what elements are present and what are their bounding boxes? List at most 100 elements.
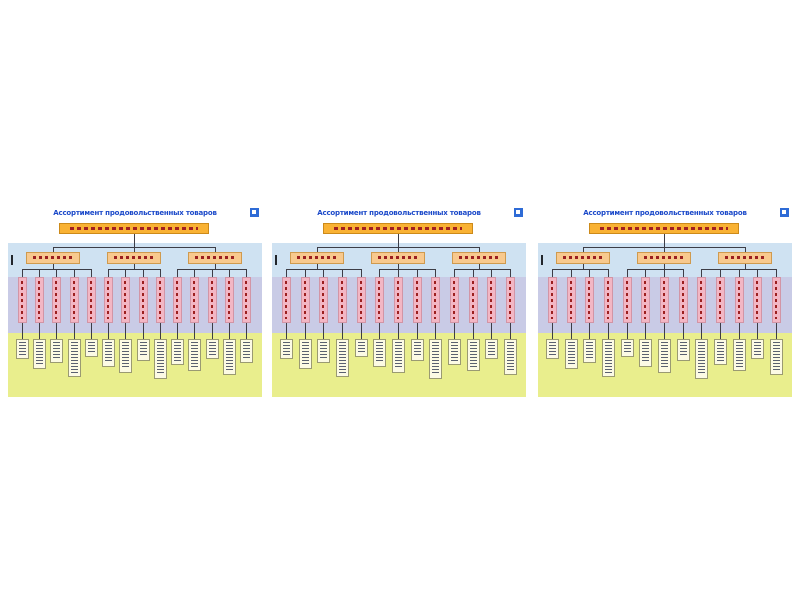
subcategory-bar [772,277,781,323]
connector-line [627,323,628,339]
item-box [658,339,671,373]
connector-line [739,323,740,339]
connector-line [305,323,306,339]
connector-line [608,323,609,339]
connector-line [134,264,135,269]
item-box [85,339,98,357]
connector-line [627,269,628,277]
connector-line [589,269,590,277]
section-marker [541,255,543,265]
subcategory-bar [173,277,182,323]
connector-line [664,269,665,277]
subcategory-bar [431,277,440,323]
category-box [290,252,344,264]
item-box [485,339,498,359]
subcategory-bar [52,277,61,323]
connector-line [160,269,161,277]
item-box [102,339,115,367]
subcategory-bar [70,277,79,323]
connector-line [683,323,684,339]
section-marker [11,255,13,265]
category-box [188,252,242,264]
connector-line [305,269,306,277]
connector-line [473,269,474,277]
connector-line [143,269,144,277]
connector-line [317,247,318,252]
item-box [546,339,559,359]
connector-line [720,269,721,277]
connector-line [177,323,178,339]
connector-line [645,269,646,277]
subtitle-banner [59,223,209,234]
connector-line [757,269,758,277]
connector-line [510,323,511,339]
connector-line [701,269,702,277]
panel-header: Ассортимент продовольственных товаров [272,205,526,221]
connector-line [91,269,92,277]
item-box [240,339,253,363]
connector-line [479,247,480,252]
item-box [751,339,764,359]
connector-line [398,247,399,252]
category-box [107,252,161,264]
connector-line [53,247,54,252]
connector-line [22,269,23,277]
connector-line [583,247,584,252]
connector-line [664,264,665,269]
item-box [317,339,330,363]
panel-title: Ассортимент продовольственных товаров [583,209,747,217]
connector-line [491,269,492,277]
subcategory-bar [319,277,328,323]
connector-line [286,269,287,277]
connector-line [108,323,109,339]
connector-line [342,323,343,339]
connector-line [398,234,399,247]
item-box [355,339,368,357]
panel-header: Ассортимент продовольственных товаров [8,205,262,221]
subcategory-bar [548,277,557,323]
connector-line [664,323,665,339]
diagram-area [538,221,792,397]
connector-line [571,269,572,277]
item-box [373,339,386,367]
item-box [695,339,708,379]
subcategory-bar [567,277,576,323]
connector-line [39,269,40,277]
subcategory-bar [375,277,384,323]
item-box [639,339,652,367]
item-box [448,339,461,365]
connector-line [379,323,380,339]
item-box [50,339,63,363]
connector-line [398,269,399,277]
poster-panel-2: Ассортимент продовольственных товаров [272,205,526,397]
connector-line [74,323,75,339]
connector-line [417,269,418,277]
item-box [411,339,424,361]
subcategory-bar [242,277,251,323]
connector-line [22,269,92,270]
connector-line [571,323,572,339]
connector-line [435,323,436,339]
item-box [119,339,132,373]
connector-line [229,269,230,277]
category-box [371,252,425,264]
connector-line [125,323,126,339]
item-box [733,339,746,371]
connector-line [286,323,287,339]
item-box [68,339,81,377]
item-box [392,339,405,373]
connector-line [74,269,75,277]
connector-line [215,247,216,252]
connector-line [108,269,109,277]
section-marker [275,255,277,265]
connector-line [745,247,746,252]
page-number-badge-icon [780,208,789,217]
band-lavender [8,277,262,333]
subcategory-bar [282,277,291,323]
item-box [299,339,312,369]
poster-panel-1: Ассортимент продовольственных товаров [8,205,262,397]
connector-line [215,264,216,269]
subcategory-bar [18,277,27,323]
connector-line [361,269,362,277]
connector-line [398,264,399,269]
